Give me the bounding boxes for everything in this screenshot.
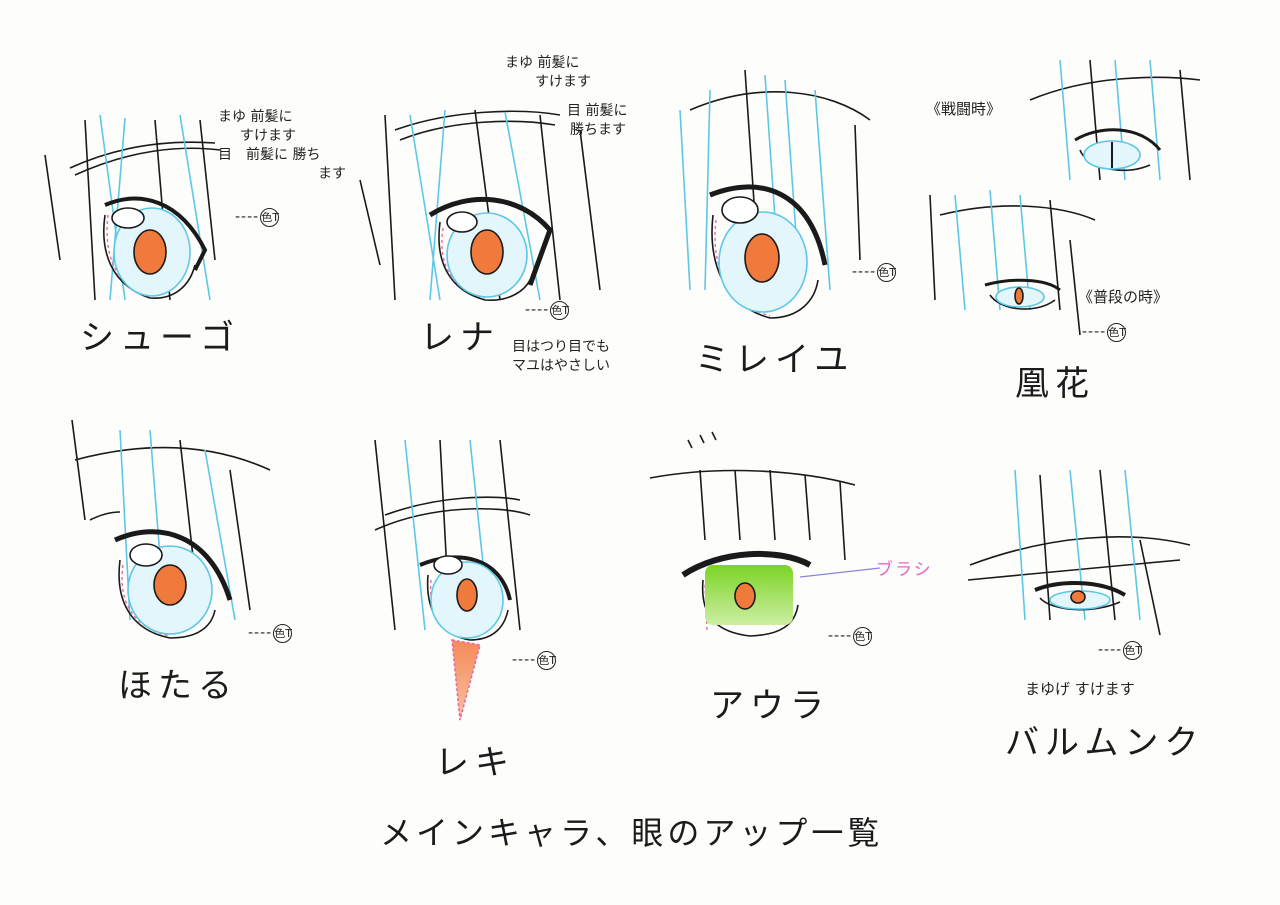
color-tag-aura: ----色T (828, 627, 873, 646)
color-mark: 色T (260, 208, 280, 227)
color-tag-hotaru: ----色T (248, 624, 293, 643)
color-tag-ouka: ----色T (1082, 323, 1127, 342)
eye-aura (649, 431, 881, 637)
note-ouka-battle: 《戦闘時》 (926, 100, 1002, 118)
note-shugo: まゆ 前髪に すけます 目 前髪に 勝ち ます (218, 109, 346, 182)
color-tag-balmung: ----色T (1098, 641, 1143, 660)
eye-balmung (967, 469, 1191, 636)
character-name-hotaru: ほたる (118, 666, 238, 706)
color-mark: 色T (1107, 323, 1127, 342)
note-rena-top: まゆ 前髪に すけます 目 前髪に 勝ちます (505, 55, 628, 138)
color-tag-mireille: ----色T (852, 263, 897, 282)
eye-ouka (929, 59, 1201, 336)
color-tag-shugo: ----色T (235, 208, 280, 227)
eye-hotaru (71, 419, 271, 639)
color-mark: 色T (550, 301, 570, 320)
character-name-balmung: バルムンク (1005, 723, 1205, 763)
eye-reki (374, 439, 531, 721)
character-name-mireille: ミレイユ (695, 340, 855, 380)
character-name-ouka: 凰花 (1015, 364, 1095, 404)
sheet-title: メインキャラ、眼のアップ一覧 (380, 814, 884, 852)
color-tag-rena: ----色T (525, 301, 570, 320)
character-name-rena: レナ (420, 318, 500, 358)
character-name-aura: アウラ (710, 686, 830, 726)
color-mark: 色T (877, 263, 897, 282)
brush-note-aura: ブラシ (876, 560, 933, 580)
color-mark: 色T (853, 627, 873, 646)
note-ouka-normal: 《普段の時》 (1078, 288, 1169, 306)
eye-rena (359, 109, 601, 301)
color-mark: 色T (537, 651, 557, 670)
character-name-shugo: シューゴ (80, 318, 240, 358)
color-mark: 色T (1123, 641, 1143, 660)
eye-shugo (44, 114, 221, 301)
note-balmung: まゆげ すけます (1025, 680, 1135, 698)
character-name-reki: レキ (435, 743, 515, 783)
note-rena-bottom: 目はつり目でも マユはやさしい (512, 339, 610, 374)
color-tag-reki: ----色T (512, 651, 557, 670)
eye-mireille (679, 69, 871, 319)
color-mark: 色T (273, 624, 293, 643)
